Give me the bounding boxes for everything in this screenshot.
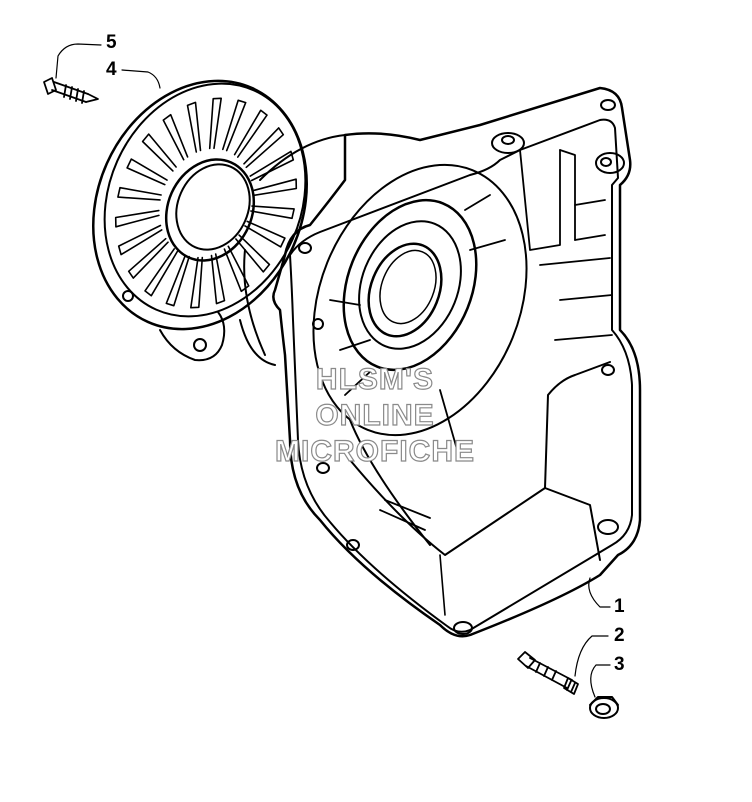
nut-part-3 [589,696,619,719]
fan-spoke [243,127,285,169]
leader-1 [588,577,611,608]
fan-spoke [208,97,222,150]
callout-1: 1 [614,596,625,617]
leader-5 [55,43,102,79]
fan-spoke [162,113,189,161]
fan-spoke [250,205,295,220]
fan-spoke [233,109,268,158]
watermark-line-1: HLSM'S [315,362,435,396]
callout-2: 2 [614,625,625,646]
fan-spoke [114,209,160,228]
leader-lines [55,43,611,698]
watermark: HLSM'S ONLINE MICROFICHE [250,362,500,470]
fan-spoke [127,237,169,279]
fan-spoke [126,158,168,186]
housing [272,86,642,638]
fan-shroud [239,134,346,366]
fan-spoke [210,253,226,305]
callout-4: 4 [106,59,117,80]
fan-spoke [186,101,202,153]
fan-spoke [144,248,179,297]
fan-spoke [117,186,162,201]
callout-3: 3 [614,654,625,675]
fan-spoke [252,178,298,197]
fan-spoke [235,234,271,273]
watermark-line-2: ONLINE [315,398,435,432]
fan-spoke [190,256,204,309]
fan-spoke [117,224,163,256]
fan-spoke [249,150,295,182]
callout-5: 5 [106,32,117,53]
stud-part-2 [517,651,579,695]
fan-spoke [141,133,177,172]
watermark-line-3: MICROFICHE [274,434,475,468]
bolt-part-5 [43,77,99,104]
fan-spoke [165,254,190,307]
leader-3 [590,664,611,698]
fan-assembly [92,79,308,362]
leader-4 [121,69,161,89]
leader-2 [574,635,609,677]
fan-spoke [222,99,247,152]
fan-spoke [244,220,286,248]
